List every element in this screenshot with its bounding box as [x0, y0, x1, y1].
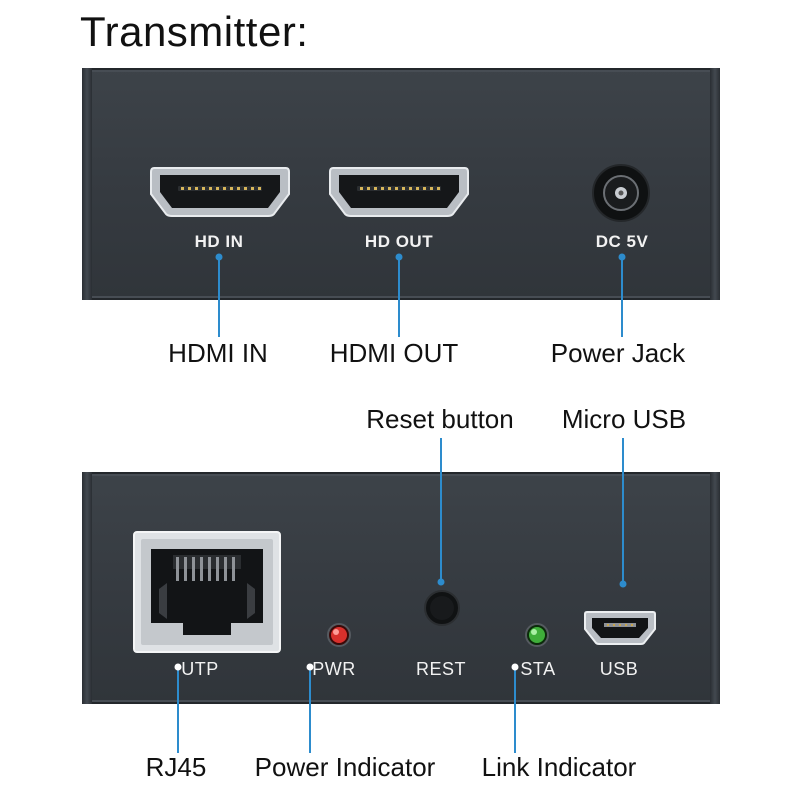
leader-line-hdmi-out [398, 257, 400, 337]
leader-dot-reset-button [437, 578, 445, 586]
leader-dot-hdmi-in [215, 253, 223, 261]
leader-line-micro-usb [622, 438, 624, 584]
leader-dot-micro-usb [619, 580, 627, 588]
leader-dot-power-jack [618, 253, 626, 261]
dc-5v-label: DC 5V [595, 232, 649, 251]
callout-link-indicator: Link Indicator [481, 752, 637, 782]
panel-right-rim [710, 472, 720, 704]
leader-line-link-indicator [514, 667, 516, 753]
sta-led-icon [525, 623, 549, 647]
callout-hdmi-out: HDMI OUT [329, 338, 459, 368]
panel-right-rim [710, 68, 720, 300]
reset-button[interactable] [423, 589, 461, 627]
usb-label: USB [599, 659, 639, 679]
panel-left-rim [82, 472, 92, 704]
leader-line-reset-button [440, 438, 442, 582]
utp-label: UTP [181, 659, 219, 679]
callout-reset-button: Reset button [366, 404, 514, 434]
callout-power-indicator: Power Indicator [254, 752, 436, 782]
rest-label: REST [415, 659, 467, 679]
callout-micro-usb: Micro USB [561, 404, 687, 434]
leader-dot-power-indicator [306, 663, 314, 671]
leader-line-hdmi-in [218, 257, 220, 337]
micro-usb-port [584, 611, 656, 645]
leader-line-rj45 [177, 667, 179, 753]
hdmi-in-port [150, 167, 290, 217]
hd-in-label: HD IN [194, 232, 244, 251]
leader-line-power-jack [621, 257, 623, 337]
callout-rj45: RJ45 [145, 752, 207, 782]
leader-dot-hdmi-out [395, 253, 403, 261]
leader-dot-rj45 [174, 663, 182, 671]
dc-power-jack [592, 164, 650, 222]
panel-left-rim [82, 68, 92, 300]
pwr-led-icon [327, 623, 351, 647]
hdmi-out-port [329, 167, 469, 217]
callout-hdmi-in: HDMI IN [168, 338, 268, 368]
hd-out-label: HD OUT [364, 232, 434, 251]
page-title: Transmitter: [80, 8, 309, 55]
sta-label: STA [520, 659, 556, 679]
rj45-port [133, 531, 281, 653]
leader-line-power-indicator [309, 667, 311, 753]
pwr-label: PWR [312, 659, 356, 679]
leader-dot-link-indicator [511, 663, 519, 671]
callout-power-jack: Power Jack [550, 338, 686, 368]
